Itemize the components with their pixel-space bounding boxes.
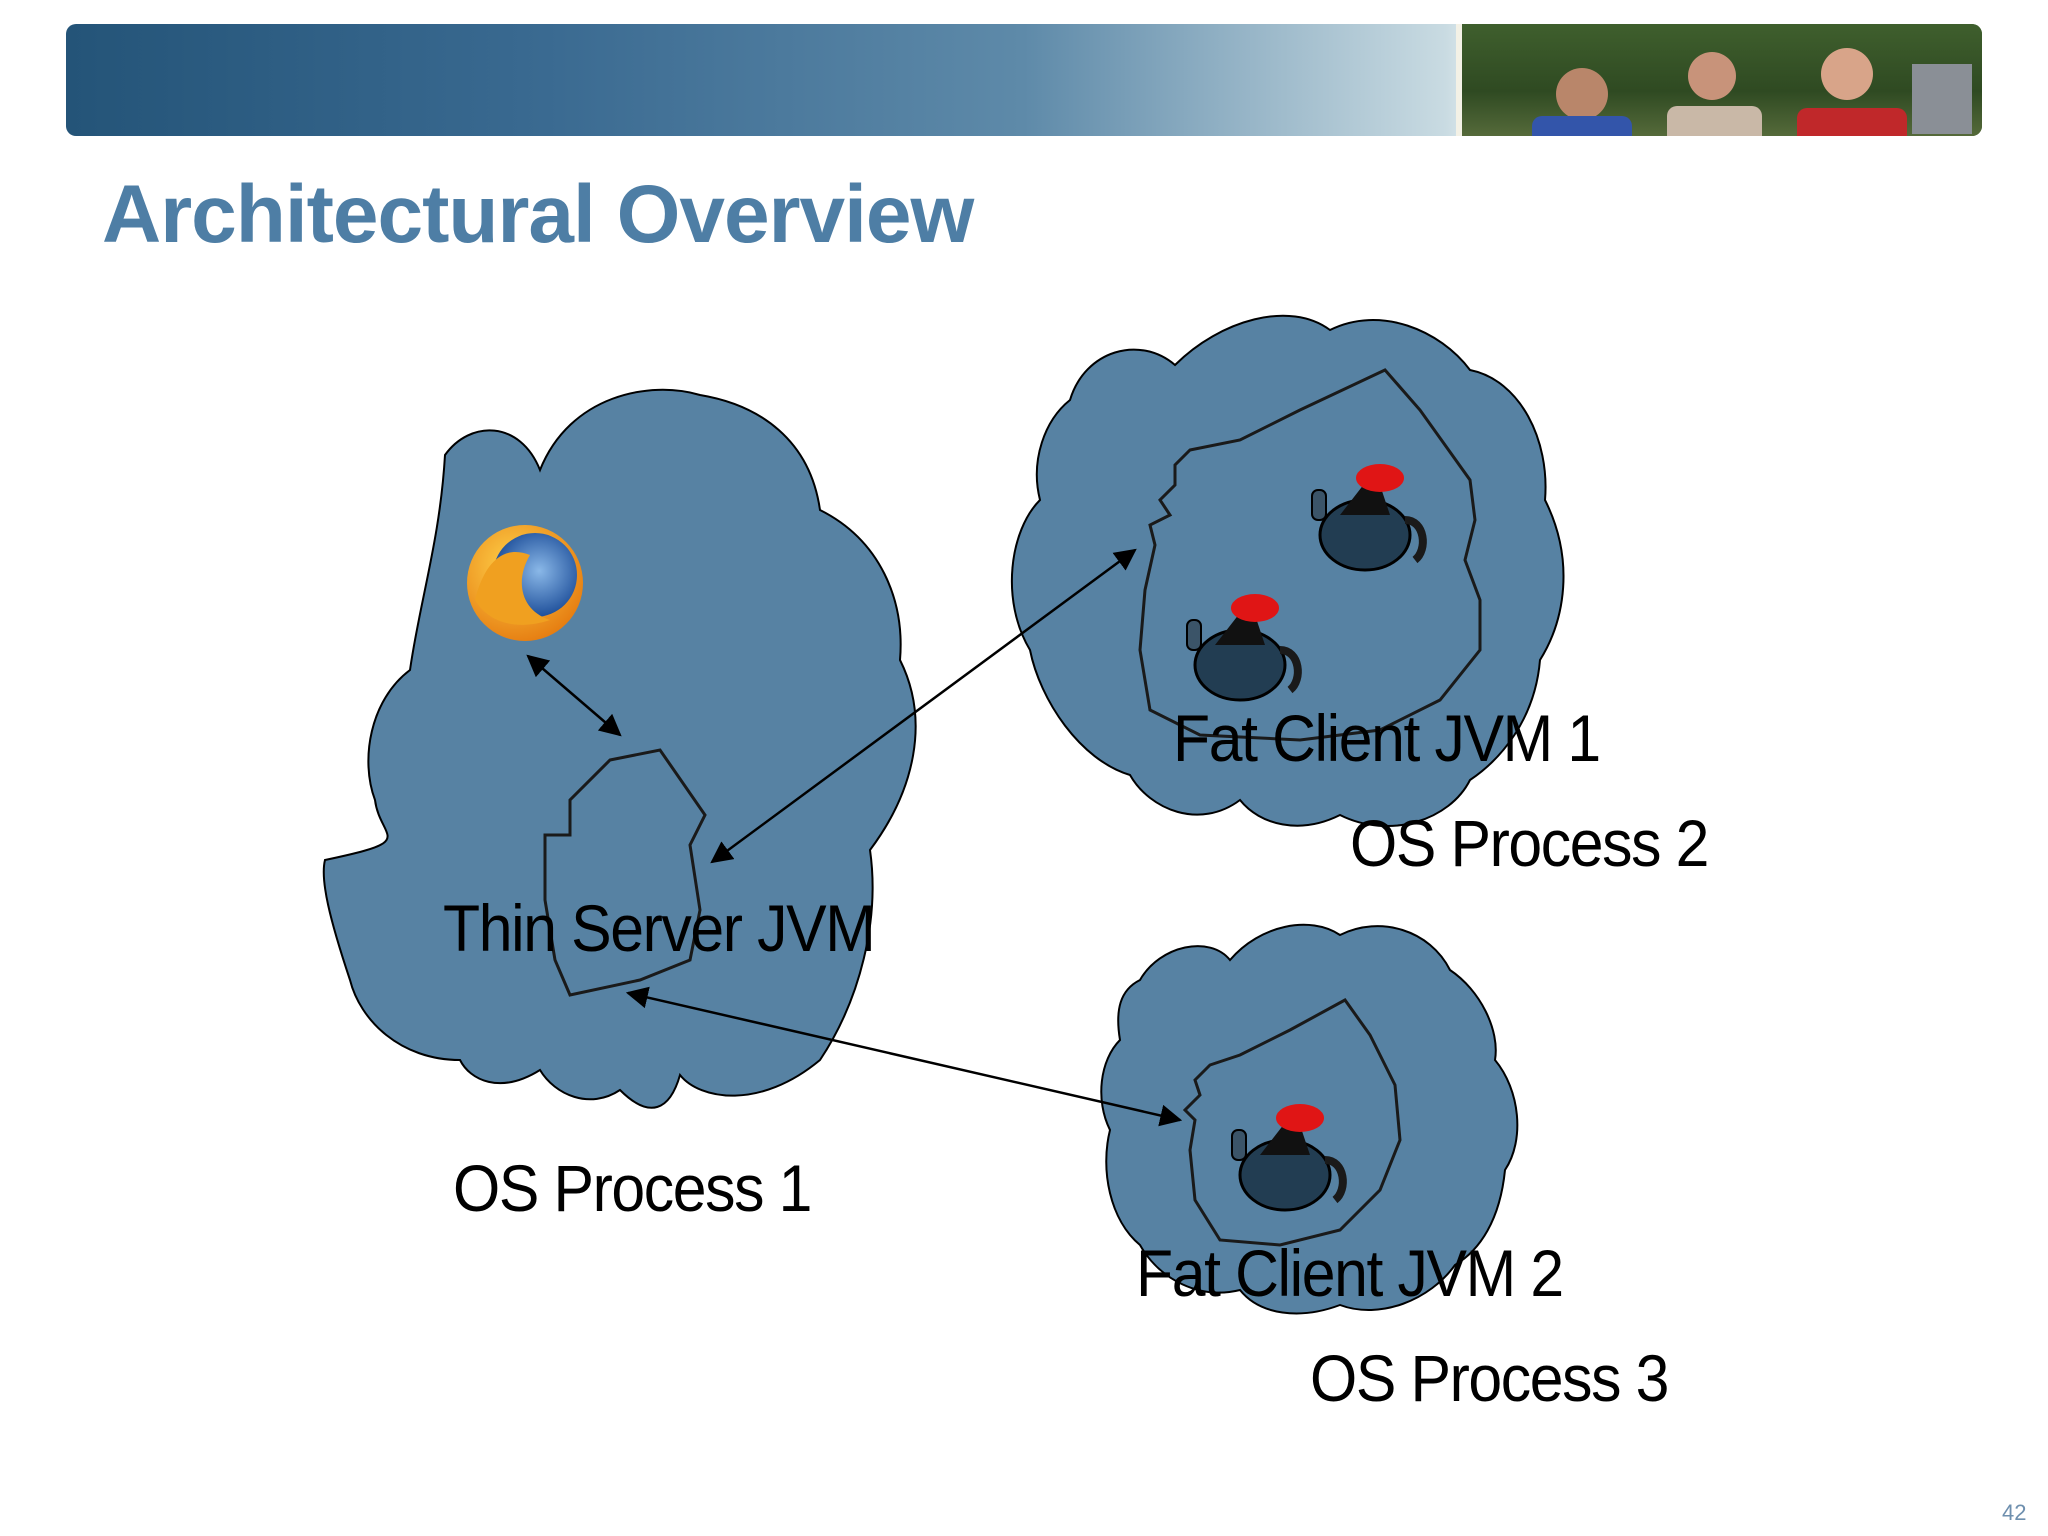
thin-server-jvm-outline bbox=[543, 748, 707, 997]
os-process-1-label: OS Process 1 bbox=[453, 1151, 812, 1225]
header-banner bbox=[66, 24, 1982, 136]
java-duke-icon bbox=[1186, 594, 1302, 702]
thin-server-jvm-label: Thin Server JVM bbox=[443, 891, 876, 965]
header-photo bbox=[1456, 24, 1982, 136]
fat-client-jvm-2-outline bbox=[1182, 998, 1402, 1247]
arrow-thin-server-to-fat-client-2 bbox=[625, 986, 1183, 1127]
os-process-2-label: OS Process 2 bbox=[1350, 806, 1709, 880]
fat-client-jvm-1-label: Fat Client JVM 1 bbox=[1173, 701, 1601, 775]
fat-client-jvm-1-outline bbox=[1138, 368, 1482, 742]
people-photo-image bbox=[1532, 48, 1972, 136]
java-duke-icon bbox=[1231, 1104, 1347, 1212]
java-duke-icon bbox=[1311, 464, 1427, 572]
firefox-browser-icon bbox=[467, 525, 583, 641]
arrow-browser-to-thin-server bbox=[526, 654, 622, 737]
os-process-3-label: OS Process 3 bbox=[1310, 1341, 1669, 1415]
os-process-1-cloud bbox=[322, 388, 917, 1109]
slide-title: Architectural Overview bbox=[102, 169, 974, 260]
page-number: 42 bbox=[2002, 1500, 2027, 1525]
fat-client-jvm-2-label: Fat Client JVM 2 bbox=[1136, 1236, 1564, 1310]
arrow-thin-server-to-fat-client-1 bbox=[710, 548, 1137, 864]
